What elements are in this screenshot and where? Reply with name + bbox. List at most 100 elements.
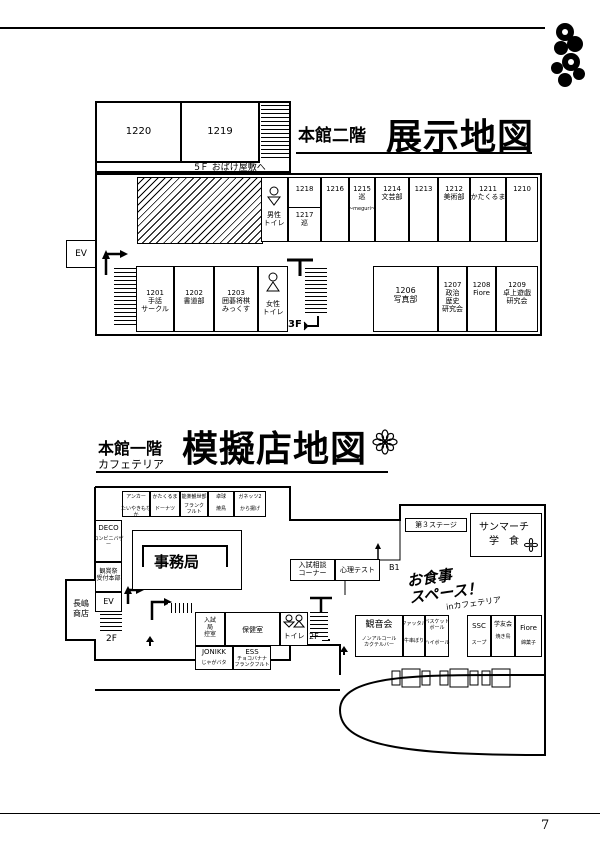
shop-kannonkai-sub: ノンアルコール カクテルバー xyxy=(361,636,397,648)
floor1-toilet-label: トイレ xyxy=(283,632,305,640)
jimukyoku xyxy=(132,530,242,590)
shop-fiore-sub: 綿菓子 xyxy=(520,640,536,646)
room-1212-label: 1212 美術部 xyxy=(443,185,465,201)
room-1208-label: 1208 Fiore xyxy=(472,281,491,297)
floor1-ev xyxy=(95,592,122,612)
shop-ganettsu-name: ガネッツ2 xyxy=(238,494,262,500)
shop-jonikk-sub: じゃがバタ xyxy=(201,660,227,666)
nyushi-kyoku-label: 入試 局 控室 xyxy=(203,617,216,638)
female-toilet-icon xyxy=(265,272,281,292)
kanshoken-label: 観賞祭 受付本部 xyxy=(96,568,121,582)
shop-ess xyxy=(233,646,271,670)
room-1216 xyxy=(321,177,349,242)
sunmarche-gakushoku xyxy=(470,513,542,557)
shinri-test xyxy=(335,559,380,581)
room-1213 xyxy=(409,177,438,242)
shop-deco-sub: コンビニバザー xyxy=(93,536,124,548)
room-1207 xyxy=(438,266,467,332)
shop-takkyu-name: 卓球 xyxy=(215,494,226,500)
shop-deco-name: DECO xyxy=(98,524,119,532)
room-1215-label: 1215 巡 xyxy=(353,185,371,201)
shop-fiore-name: Fiore xyxy=(520,624,537,632)
floor2-title-underline xyxy=(296,152,532,154)
room-1208 xyxy=(467,266,496,332)
male-toilet xyxy=(261,177,288,242)
room-1218-label: 1218 xyxy=(295,185,314,193)
shop-anchor-sub: たいやきもなか xyxy=(120,506,151,518)
floor2-ev xyxy=(66,240,96,268)
floor1-label-sub: カフェテリア xyxy=(98,458,164,471)
floor2-label-big: 展示地図 xyxy=(386,116,535,158)
room-1216-label: 1216 xyxy=(326,185,344,193)
room-1213-label: 1213 xyxy=(414,185,433,193)
shop-kannonkai-name: 観音会 xyxy=(365,620,393,630)
floor2-stairs-top xyxy=(261,103,289,161)
floor1-toilet xyxy=(280,612,308,646)
floor2-map: 本館二階 展示地図 1220 1219 5Ｆ おばけ屋敷へ 男性 トイレ 121… xyxy=(0,0,600,400)
shop-kannonkai xyxy=(355,615,403,657)
shop-katakuruma-sub: ドーナツ xyxy=(154,506,175,512)
male-toilet-icon xyxy=(266,186,282,206)
shop-gakuyukai-sub: 焼き鳥 xyxy=(495,634,511,640)
nyushi-corner xyxy=(290,559,335,581)
shop-ess-name: ESS xyxy=(245,648,259,656)
floor1-label-small: 本館一階 xyxy=(98,439,163,458)
shop-gakuyukai-name: 学友会 xyxy=(493,621,512,628)
shop-jonikk-name: JONIKK xyxy=(201,648,227,656)
room-1202-label: 1202 書道部 xyxy=(183,289,205,305)
obake-label: 5Ｆ おばけ屋敷へ xyxy=(194,163,266,173)
shop-ganettsu-sub: から揚げ xyxy=(239,506,260,512)
floor1-2f-left: 2F xyxy=(106,634,117,644)
shop-ssc xyxy=(467,615,491,657)
room-1217-label: 1217 巡 xyxy=(295,211,314,227)
floor2-stairs-left xyxy=(114,268,136,328)
room-1203 xyxy=(214,266,258,332)
page-number: 7 xyxy=(541,818,550,833)
male-toilet-label: 男性 トイレ xyxy=(263,211,285,227)
room-1209 xyxy=(496,266,538,332)
jimukyoku-label: 事務局 xyxy=(154,553,200,571)
room-1202 xyxy=(174,266,214,332)
sunmarche-flower-icon xyxy=(524,538,538,552)
room-1201 xyxy=(136,266,174,332)
shop-basketball-sub: ハイボール xyxy=(424,640,450,646)
shop-nogaku-sub: フランク フルト xyxy=(183,503,204,515)
shop-fiore xyxy=(515,615,542,657)
room-1219-label: 1219 xyxy=(207,126,233,137)
footer-line xyxy=(0,813,600,814)
b1-label: B1 xyxy=(389,563,400,572)
shop-fattaru xyxy=(403,615,425,657)
room-1210-label: 1210 xyxy=(513,185,531,193)
shop-nogaku xyxy=(180,491,208,517)
floor2-stairs-center xyxy=(305,266,327,316)
floor2-hatched-area xyxy=(137,177,263,244)
room-1214 xyxy=(375,177,409,242)
shop-gakuyukai xyxy=(491,615,515,657)
floor1-2f-right: 2F xyxy=(309,632,319,641)
floor2-arrows xyxy=(102,250,319,331)
flourish-ornament-icon xyxy=(543,14,591,92)
shop-nogaku-name: 能楽観世部 xyxy=(181,494,207,500)
flower-icon xyxy=(372,429,398,455)
shop-katakuruma-name: かたくるま xyxy=(152,494,178,500)
floor2-label-small: 本館二階 xyxy=(298,126,366,146)
shop-ssc-sub: スープ xyxy=(471,640,487,646)
nyushi-corner-label: 入試相談 コーナー xyxy=(298,561,327,577)
room-1206 xyxy=(373,266,438,332)
shop-fattaru-sub: 牛串ぼり xyxy=(403,638,424,644)
room-1206-label: 1206 写真部 xyxy=(393,286,418,304)
floor1-ev-label: EV xyxy=(103,597,114,606)
sunmarche-label: サンマーチ 学 食 xyxy=(479,522,529,547)
floor1-stairs-mid xyxy=(168,603,194,613)
room-1217 xyxy=(288,207,321,242)
floor1-label-big: 模擬店地図 xyxy=(182,428,368,470)
shop-basketball xyxy=(425,615,449,657)
female-toilet-label: 女性 トイレ xyxy=(262,300,284,316)
jimukyoku-bracket xyxy=(142,545,228,567)
room-1219 xyxy=(180,101,260,163)
female-toilet xyxy=(258,266,288,332)
room-1201-label: 1201 手話 サークル xyxy=(141,289,169,313)
floor1-stairs-left xyxy=(100,614,122,634)
